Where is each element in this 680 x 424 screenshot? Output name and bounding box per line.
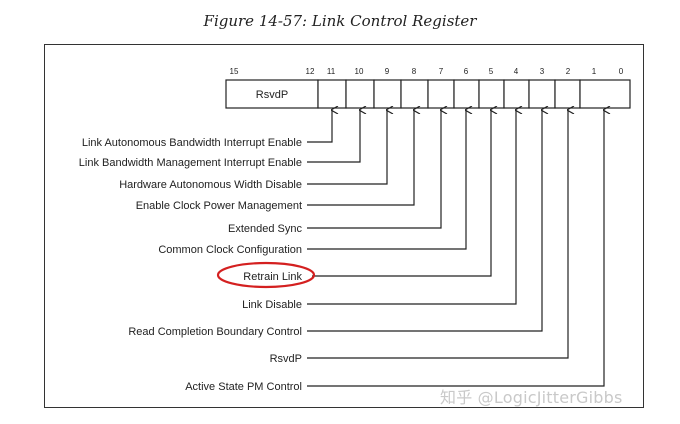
field-label-bit-9: Hardware Autonomous Width Disable xyxy=(119,179,302,191)
leader-line-bit-5 xyxy=(312,110,491,277)
register-cell-bit-9 xyxy=(373,79,402,109)
register-cell-bit-10 xyxy=(345,79,375,109)
field-label-bit-2: RsvdP xyxy=(270,353,302,365)
leader-line-bit-8 xyxy=(307,110,414,206)
bit-number-8: 8 xyxy=(412,67,417,76)
figure-frame xyxy=(44,44,644,408)
register-cell-bit-7 xyxy=(427,79,455,109)
bit-number-10: 10 xyxy=(355,67,364,76)
bit-number-5: 5 xyxy=(489,67,494,76)
field-label-bit-3: Read Completion Boundary Control xyxy=(128,326,302,338)
register-cell-bit-11 xyxy=(317,79,347,109)
register-cell-bit-5 xyxy=(478,79,505,109)
register-cell-bits-1-0 xyxy=(579,79,631,109)
leader-line-bit-9 xyxy=(307,110,387,185)
bit-number-12: 12 xyxy=(306,67,315,76)
bit-number-9: 9 xyxy=(385,67,390,76)
register-cell-bit-3 xyxy=(528,79,556,109)
register-cell-bit-8 xyxy=(400,79,429,109)
field-label-bit-7: Extended Sync xyxy=(228,223,302,235)
leader-line-bit-7 xyxy=(307,110,441,229)
bit-number-0: 0 xyxy=(619,67,624,76)
register-cell-bit-6 xyxy=(453,79,480,109)
highlight-ellipse xyxy=(216,261,316,289)
register-cell-bit-4 xyxy=(503,79,530,109)
watermark-text: 知乎 @LogicJitterGibbs xyxy=(440,388,623,407)
field-label-bit-6: Common Clock Configuration xyxy=(158,244,302,256)
bit-number-3: 3 xyxy=(540,67,545,76)
bit-number-4: 4 xyxy=(514,67,519,76)
field-label-bit-8: Enable Clock Power Management xyxy=(136,200,302,212)
reserved-cell-label: RsvdP xyxy=(256,89,288,101)
figure-caption: Figure 14-57: Link Control Register xyxy=(203,12,477,30)
leader-line-bit-11 xyxy=(307,110,332,143)
leader-line-bit-2 xyxy=(307,110,568,359)
bit-number-11: 11 xyxy=(327,67,336,76)
register-cell-reserved xyxy=(225,79,319,109)
leader-line-bit-4 xyxy=(307,110,516,305)
leader-line-bit-3 xyxy=(307,110,542,332)
bit-number-7: 7 xyxy=(439,67,444,76)
leader-line-bit-6 xyxy=(307,110,466,250)
bit-number-2: 2 xyxy=(566,67,571,76)
register-cell-bit-2 xyxy=(554,79,581,109)
field-label-bit-4: Link Disable xyxy=(242,299,302,311)
bit-number-6: 6 xyxy=(464,67,469,76)
field-label-bit-5: Retrain Link xyxy=(243,271,302,283)
bit-number-15: 15 xyxy=(230,67,239,76)
field-label-bits-1-0: Active State PM Control xyxy=(185,381,302,393)
field-label-bit-11: Link Autonomous Bandwidth Interrupt Enab… xyxy=(82,137,302,149)
field-label-bit-10: Link Bandwidth Management Interrupt Enab… xyxy=(79,157,302,169)
leader-line-bit-10 xyxy=(307,110,360,163)
leader-line-bits-1-0 xyxy=(307,110,604,387)
bit-number-1: 1 xyxy=(592,67,597,76)
